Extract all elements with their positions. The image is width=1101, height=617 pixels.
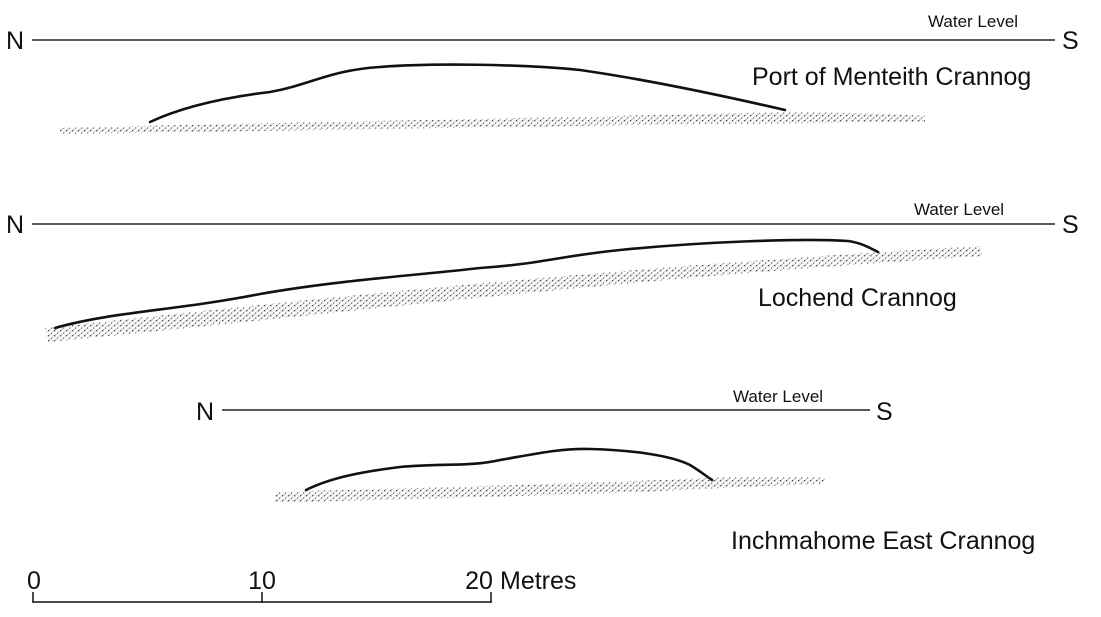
scale-bar: 0 10 20 Metres: [27, 567, 576, 603]
north-label: N: [6, 211, 24, 239]
profile-port-of-menteith: N Water Level S Port of Menteith Crannog: [6, 12, 1079, 134]
profile-title: Inchmahome East Crannog: [731, 527, 1035, 555]
south-label: S: [876, 398, 893, 426]
crannog-mound-outline: [148, 63, 787, 124]
north-label: N: [6, 27, 24, 55]
profile-title: Port of Menteith Crannog: [752, 63, 1031, 91]
south-label: S: [1062, 211, 1079, 239]
profile-lochend: N Water Level S Lochend Crannog: [6, 200, 1079, 342]
water-level-label: Water Level: [928, 12, 1018, 31]
scale-unit-label: Metres: [500, 567, 576, 595]
scale-tick-label-20: 20: [465, 567, 493, 595]
profile-title: Lochend Crannog: [758, 284, 957, 312]
crannog-mound-outline: [53, 238, 880, 330]
north-label: N: [196, 398, 214, 426]
lake-bed-sediment: [45, 246, 982, 342]
south-label: S: [1062, 27, 1079, 55]
scale-tick-label-10: 10: [248, 567, 276, 595]
profile-inchmahome-east: N Water Level S Inchmahome East Crannog: [196, 387, 1035, 555]
water-level-label: Water Level: [733, 387, 823, 406]
crannog-mound-outline: [304, 447, 714, 492]
lake-bed-sediment: [275, 476, 825, 502]
scale-tick-label-0: 0: [27, 567, 41, 595]
water-level-label: Water Level: [914, 200, 1004, 219]
lake-bed-sediment: [60, 112, 925, 134]
